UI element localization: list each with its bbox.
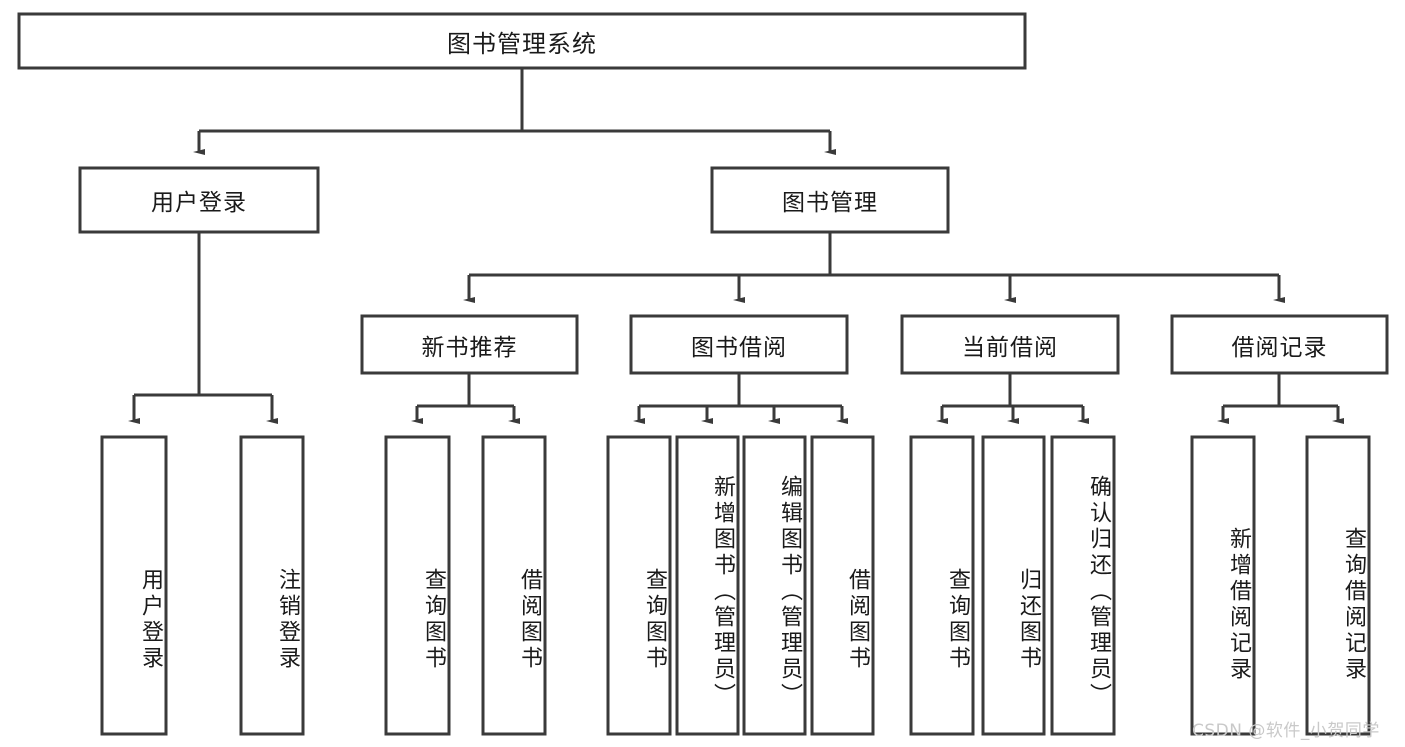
node-boxes [17, 12, 1389, 736]
node-box-leaf-query-book[interactable] [606, 435, 672, 736]
connector-recommend-to-leaves [411, 373, 520, 424]
node-box-leaf-borrow-book[interactable] [810, 435, 875, 736]
node-box-leaf-user-login[interactable] [100, 435, 168, 736]
connector-records-to-leaves [1217, 373, 1344, 424]
node-box-leaf-return-book[interactable] [981, 435, 1046, 736]
node-box-leaf-query-book-current[interactable] [909, 435, 975, 736]
connector-borrow-to-leaves [633, 373, 848, 424]
node-box-root[interactable] [17, 12, 1027, 70]
connector-root-to-level2 [193, 68, 836, 155]
node-box-leaf-query-borrow-record[interactable] [1305, 435, 1371, 736]
connector-userlogin-to-leaves [128, 232, 278, 424]
node-box-leaf-borrow-book-recommend[interactable] [481, 435, 547, 736]
node-box-book-borrow[interactable] [629, 314, 849, 375]
node-box-book-management[interactable] [710, 166, 950, 234]
node-box-current-borrow[interactable] [900, 314, 1120, 375]
node-box-leaf-confirm-return-admin[interactable] [1050, 435, 1116, 736]
connector-bookmgmt-to-level3 [463, 232, 1285, 303]
node-box-leaf-add-borrow-record[interactable] [1190, 435, 1256, 736]
node-box-leaf-query-book-recommend[interactable] [384, 435, 451, 736]
node-box-leaf-edit-book-admin[interactable] [742, 435, 807, 736]
node-box-leaf-add-book-admin[interactable] [675, 435, 740, 736]
connector-current-to-leaves [936, 373, 1089, 424]
csdn-watermark: CSDN @软件_小贺同学 [1192, 721, 1380, 741]
node-box-borrow-records[interactable] [1170, 314, 1389, 375]
node-box-leaf-logout[interactable] [239, 435, 305, 736]
node-box-new-book-recommend[interactable] [360, 314, 579, 375]
node-box-user-login[interactable] [78, 166, 320, 234]
